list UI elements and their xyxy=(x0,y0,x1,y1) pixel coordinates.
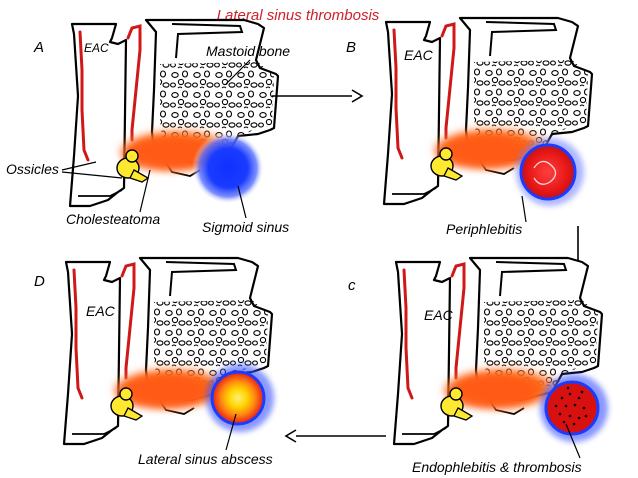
panel-a xyxy=(70,20,278,206)
panel-a-letter: A xyxy=(33,39,44,56)
panel-c-letter: c xyxy=(348,277,356,294)
periphlebitis-label: Periphlebitis xyxy=(446,221,522,237)
ossicles-pointer-2 xyxy=(61,171,123,179)
thrombosis-sinus xyxy=(544,380,600,436)
sigmoid-sinus-normal xyxy=(192,132,264,204)
panel-c xyxy=(394,258,608,444)
panel-d-letter: D xyxy=(34,273,45,290)
panel-b xyxy=(384,18,592,206)
endophlebitis-pointer xyxy=(565,423,581,459)
endophlebitis-label: Endophlebitis & thrombosis xyxy=(412,459,582,475)
panel-a-eac-label: EAC xyxy=(84,41,109,55)
mastoid-bone-label: Mastoid bone xyxy=(206,43,290,59)
abscess-sinus xyxy=(210,370,266,426)
ossicles-pointer-1 xyxy=(61,161,97,171)
abscess-pointer xyxy=(225,413,237,451)
arrow-right-icon xyxy=(272,89,364,103)
cholesteatoma-pointer xyxy=(139,169,151,213)
diagram-title: Lateral sinus thrombosis xyxy=(217,7,380,24)
periphlebitis-pointer xyxy=(521,195,527,223)
sigmoid-sinus-label: Sigmoid sinus xyxy=(202,219,289,235)
abscess-label: Lateral sinus abscess xyxy=(138,451,273,467)
periphlebitis-sinus xyxy=(519,143,577,201)
panel-b-eac-label: EAC xyxy=(404,47,434,63)
panel-c-eac-label: EAC xyxy=(424,307,454,323)
sigmoid-sinus-pointer xyxy=(237,185,247,219)
panel-b-letter: B xyxy=(346,39,356,56)
arrow-left-icon xyxy=(284,429,386,443)
panel-d-eac-label: EAC xyxy=(86,303,116,319)
thrombus-dots xyxy=(554,386,588,426)
mastoid-bone-pointer xyxy=(225,59,251,85)
cholesteatoma-label: Cholesteatoma xyxy=(66,211,160,227)
ossicles-label: Ossicles xyxy=(6,161,59,177)
panel-d xyxy=(64,258,274,444)
